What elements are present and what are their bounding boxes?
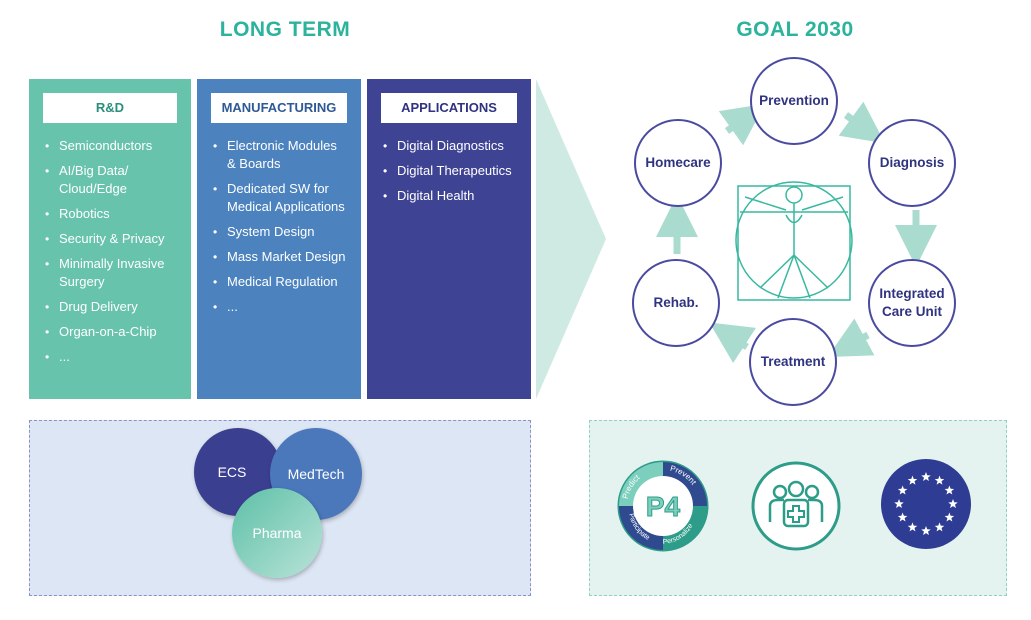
star-icon: [934, 522, 945, 532]
rehab-node: Rehab.: [632, 259, 720, 347]
p4-badge-icon: Predict Prevent Participate Personalize …: [617, 460, 709, 552]
integrated-care-unit-node: Integrated Care Unit: [868, 259, 956, 347]
rd-item: ...: [43, 348, 177, 366]
applications-item: Digital Therapeutics: [381, 162, 517, 180]
long-term-heading: LONG TERM: [219, 18, 351, 41]
homecare-node: Homecare: [634, 119, 722, 207]
manufacturing-item: ...: [211, 298, 347, 316]
applications-column-title: APPLICATIONS: [381, 93, 517, 123]
rd-item: Organ-on-a-Chip: [43, 323, 177, 341]
p4-center-label: P4: [646, 491, 681, 522]
prevention-label: Prevention: [759, 93, 829, 108]
applications-column: APPLICATIONS Digital Diagnostics Digital…: [367, 79, 531, 399]
cycle-arrow-set: [656, 101, 937, 364]
rd-column: R&D Semiconductors AI/Big Data/ Cloud/Ed…: [29, 79, 191, 399]
venn-pharma-label: Pharma: [252, 525, 302, 541]
star-icon: [948, 499, 958, 509]
rd-list: Semiconductors AI/Big Data/ Cloud/Edge R…: [43, 137, 177, 366]
care-team-icon: [751, 461, 841, 551]
eu-flag-icon: [881, 459, 971, 549]
manufacturing-item: Dedicated SW for Medical Applications: [211, 180, 347, 216]
star-icon: [921, 526, 931, 536]
rd-item: Security & Privacy: [43, 230, 177, 248]
star-icon: [897, 485, 908, 495]
rehab-label: Rehab.: [653, 295, 699, 310]
star-icon: [907, 475, 918, 485]
prevention-node: Prevention: [750, 57, 838, 145]
eu-stars: [894, 472, 958, 536]
vitruvian-man-icon: [735, 181, 853, 301]
treatment-label: Treatment: [760, 354, 826, 369]
manufacturing-column-title: MANUFACTURING: [211, 93, 347, 123]
venn-ecs-label: ECS: [217, 464, 247, 480]
star-icon: [934, 475, 945, 485]
cycle-arrows: [656, 101, 937, 364]
venn-pharma-circle: Pharma: [232, 488, 322, 578]
rd-item: Drug Delivery: [43, 298, 177, 316]
chevron-arrow-icon: [536, 79, 606, 399]
rd-item: AI/Big Data/ Cloud/Edge: [43, 162, 177, 198]
star-icon: [894, 499, 904, 509]
rd-column-title: R&D: [43, 93, 177, 123]
venn-medtech-circle: MedTech: [270, 428, 362, 520]
manufacturing-item: Mass Market Design: [211, 248, 347, 266]
star-icon: [907, 522, 918, 532]
applications-list: Digital Diagnostics Digital Therapeutics…: [381, 137, 517, 205]
star-icon: [944, 485, 955, 495]
integrated-care-unit-label: Integrated Care Unit: [879, 286, 945, 319]
diagnosis-node: Diagnosis: [868, 119, 956, 207]
venn-medtech-label: MedTech: [287, 466, 345, 482]
homecare-label: Homecare: [645, 155, 711, 170]
goal-2030-heading: GOAL 2030: [736, 18, 854, 41]
diagnosis-label: Diagnosis: [879, 155, 945, 170]
treatment-node: Treatment: [749, 318, 837, 406]
manufacturing-list: Electronic Modules & Boards Dedicated SW…: [211, 137, 347, 316]
star-icon: [897, 512, 908, 522]
manufacturing-item: System Design: [211, 223, 347, 241]
manufacturing-column: MANUFACTURING Electronic Modules & Board…: [197, 79, 361, 399]
rd-item: Robotics: [43, 205, 177, 223]
star-icon: [944, 512, 955, 522]
manufacturing-item: Electronic Modules & Boards: [211, 137, 347, 173]
rd-item: Semiconductors: [43, 137, 177, 155]
applications-item: Digital Diagnostics: [381, 137, 517, 155]
applications-item: Digital Health: [381, 187, 517, 205]
manufacturing-item: Medical Regulation: [211, 273, 347, 291]
rd-item: Minimally Invasive Surgery: [43, 255, 177, 291]
star-icon: [921, 472, 931, 482]
